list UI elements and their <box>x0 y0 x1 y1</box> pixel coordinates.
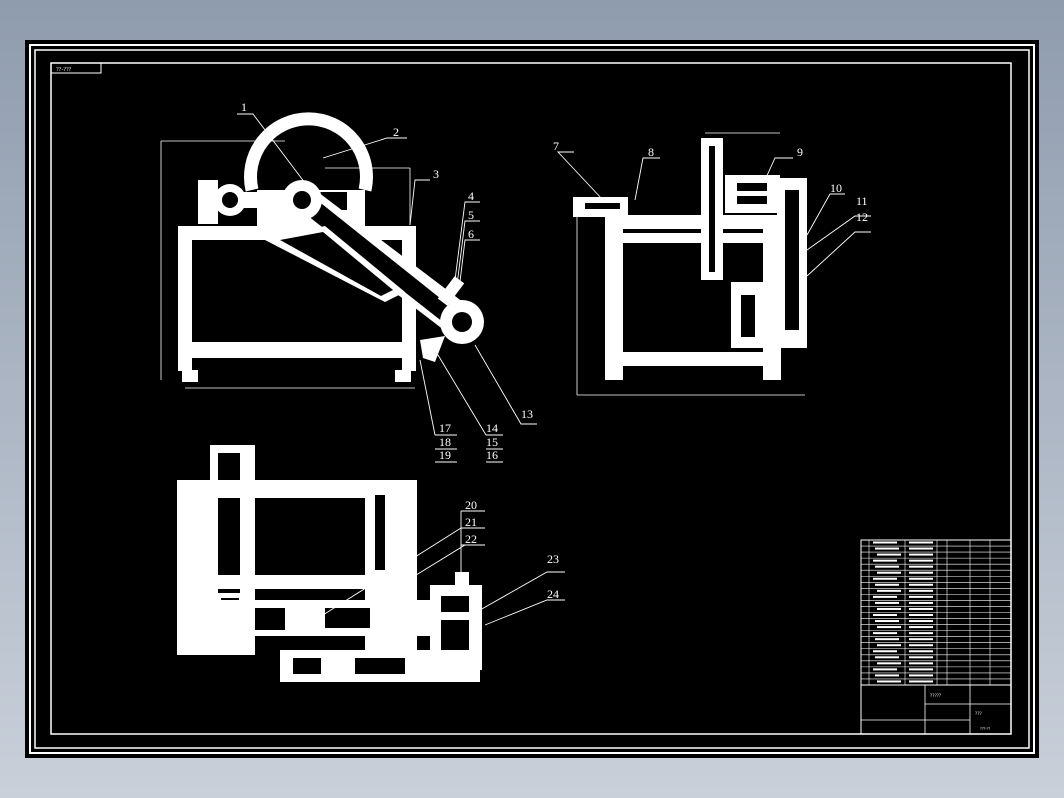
top-view <box>177 445 482 682</box>
parts-row-text <box>909 595 933 598</box>
parts-row-text <box>909 614 933 616</box>
drawing-name: ??? <box>975 712 982 717</box>
callout-21: 21 <box>465 515 477 529</box>
parts-row-text <box>909 626 933 629</box>
parts-row-text <box>909 607 933 610</box>
parts-row-text <box>875 620 899 623</box>
parts-row-text <box>909 638 933 641</box>
parts-row-text <box>875 547 899 550</box>
callout-5: 5 <box>468 208 474 222</box>
parts-row-text <box>909 632 933 635</box>
parts-row-text <box>873 668 897 671</box>
parts-row-text <box>877 553 901 556</box>
callout-8: 8 <box>648 145 654 159</box>
callout-9: 9 <box>797 145 803 159</box>
callout-1: 1 <box>241 100 247 114</box>
parts-row-text <box>909 559 933 562</box>
drawing-sheet: ??-??? <box>25 40 1039 758</box>
callout-10: 10 <box>830 181 842 195</box>
callout-6: 6 <box>468 227 474 241</box>
parts-row-text <box>909 583 933 586</box>
callout-15: 15 <box>486 435 498 449</box>
parts-row-text <box>909 547 933 550</box>
project-name: ????? <box>930 694 942 699</box>
parts-row-text <box>877 644 901 647</box>
parts-row-text <box>909 589 933 592</box>
parts-row-text <box>909 662 933 665</box>
parts-row-text <box>909 553 933 556</box>
callout-24: 24 <box>547 587 559 601</box>
leader-lines <box>237 113 871 626</box>
parts-row-text <box>873 632 897 635</box>
parts-row-text <box>877 589 901 592</box>
parts-row-text <box>875 656 899 659</box>
callout-23: 23 <box>547 552 559 566</box>
parts-row-text <box>877 662 901 665</box>
parts-row-text <box>873 650 897 653</box>
callout-4: 4 <box>468 189 474 203</box>
callout-7: 7 <box>553 139 559 153</box>
callout-14: 14 <box>486 421 498 435</box>
parts-row-text <box>875 583 899 586</box>
parts-row-text <box>909 565 933 568</box>
parts-row-text <box>909 601 933 604</box>
parts-row-text <box>909 656 933 659</box>
callout-17: 17 <box>439 421 451 435</box>
drawing-canvas: ??-??? <box>29 44 1035 754</box>
parts-row-text <box>877 680 901 683</box>
parts-row-text <box>873 614 897 616</box>
parts-row-text <box>875 674 899 677</box>
title-tag-box <box>50 62 102 74</box>
parts-row-text <box>909 680 933 683</box>
parts-list <box>861 540 1011 685</box>
parts-row-text <box>877 607 901 610</box>
middle-frame <box>34 49 1030 749</box>
parts-row-text <box>873 595 897 598</box>
callout-16: 16 <box>486 448 498 462</box>
parts-row-text <box>909 674 933 677</box>
parts-row-text <box>873 541 897 544</box>
parts-row-text <box>909 644 933 647</box>
outer-frame <box>29 44 1035 754</box>
parts-row-text <box>873 577 897 580</box>
parts-row-text <box>909 650 933 653</box>
callout-13: 13 <box>521 407 533 421</box>
parts-row-text <box>877 626 901 629</box>
callout-3: 3 <box>433 167 439 181</box>
callout-20: 20 <box>465 498 477 512</box>
callout-2: 2 <box>393 125 399 139</box>
parts-row-text <box>875 638 899 641</box>
callout-12: 12 <box>856 210 868 224</box>
parts-row-text <box>875 601 899 604</box>
parts-row-text <box>909 668 933 671</box>
parts-row-text <box>909 577 933 580</box>
parts-row-text <box>875 565 899 568</box>
parts-row-text <box>909 571 933 574</box>
side-view <box>573 132 807 396</box>
parts-row-text <box>909 541 933 544</box>
callout-11: 11 <box>856 194 868 208</box>
callout-19: 19 <box>439 448 451 462</box>
parts-row-text <box>873 559 897 562</box>
callout-labels: 1 2 3 4 5 6 7 8 9 10 11 12 13 14 15 16 1… <box>241 100 868 601</box>
title-block: ????? ??? ???-?? <box>860 539 1012 735</box>
title-tag-text: ??-??? <box>56 67 72 73</box>
parts-row-text <box>909 620 933 623</box>
callout-22: 22 <box>465 532 477 546</box>
callout-18: 18 <box>439 435 451 449</box>
drawing-frame <box>50 62 1012 735</box>
parts-row-text <box>877 571 901 574</box>
drawing-number: ???-?? <box>980 726 990 731</box>
front-view <box>160 112 484 389</box>
